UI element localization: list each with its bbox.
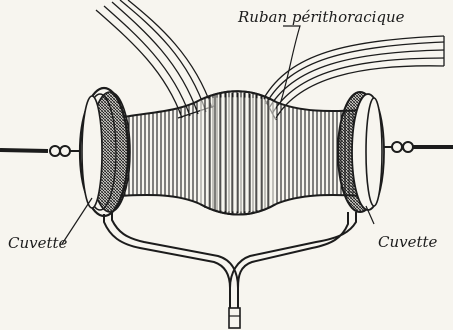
- cup-left-label: Cuvette: [8, 234, 68, 252]
- left-connector: [0, 146, 80, 156]
- rubber-drum: [118, 91, 362, 214]
- ribbon-label: Ruban périthoracique: [237, 8, 405, 26]
- left-cup: [80, 88, 130, 216]
- connecting-tube: [104, 212, 356, 310]
- right-cup: [338, 92, 384, 212]
- right-connector: [380, 142, 453, 152]
- tube-nozzle: [229, 308, 240, 328]
- cup-right-label: Cuvette: [378, 233, 438, 251]
